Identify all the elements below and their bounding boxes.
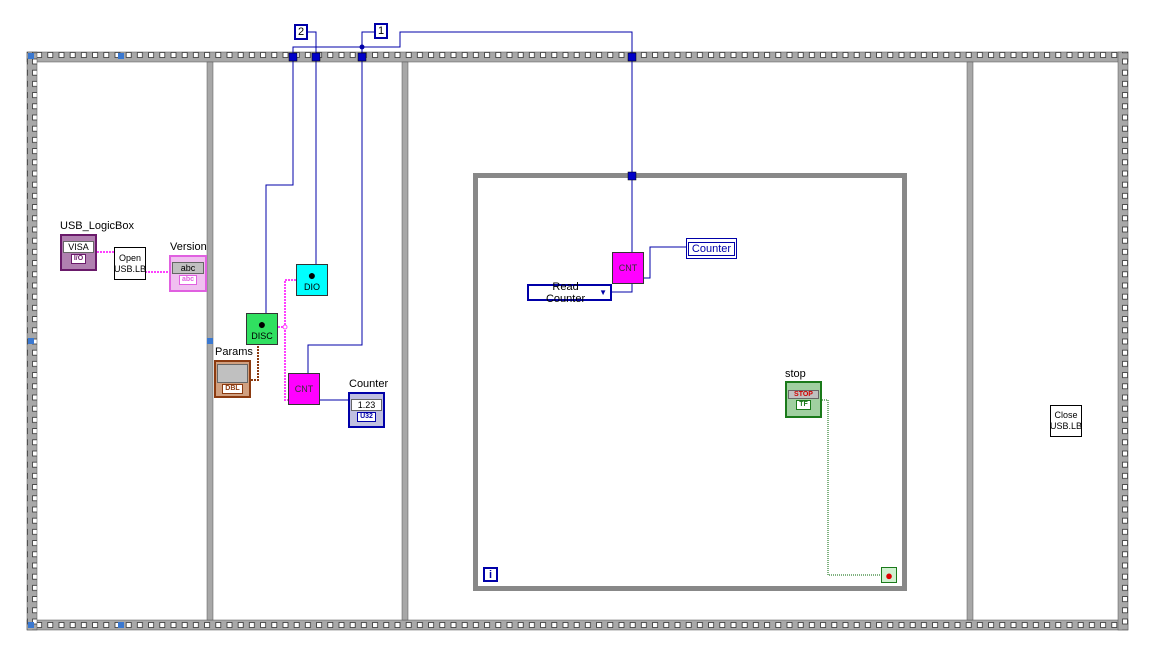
close-line2: USB.LB [1050,421,1083,431]
dio-node[interactable]: ● DIO [296,264,328,296]
stop-value: STOP [788,389,819,399]
counter-label: Counter [349,378,389,390]
stop-sign-icon: ● [885,567,893,583]
counter-indicator[interactable]: 1.23 U32 [348,392,385,428]
dot-icon: ● [257,316,267,332]
tunnels [288,52,637,181]
stop-button-control[interactable]: STOP TF [785,381,822,418]
version-label: Version [170,241,207,253]
while-loop[interactable] [473,173,907,591]
open-line2: USB.LB [114,263,147,274]
counter-value: 1.23 [351,398,382,411]
close-usb-lb-subvi[interactable]: Close USB.LB [1050,405,1082,437]
disc-node[interactable]: ● DISC [246,313,278,345]
cluster-wire [251,345,259,381]
numeric-wires [265,31,686,401]
numeric-constant-1[interactable]: 1 [374,23,388,39]
visa-control-label: USB_LogicBox [60,220,134,232]
params-control[interactable]: DBL [214,360,251,398]
counter-local-label: Counter [687,241,736,256]
close-line1: Close [1054,410,1078,420]
params-label: Params [215,346,253,358]
version-value: abc [172,262,204,274]
visa-value: VISA [63,241,94,253]
counter-local-variable[interactable]: Counter [686,238,737,259]
string-wires [97,251,296,401]
flat-sequence-structure[interactable] [26,51,1129,631]
counter-type-tag: U32 [357,411,376,422]
stop-type-tag: TF [796,399,811,410]
open-usb-lb-subvi[interactable]: Open USB.LB [114,247,146,280]
numeric-constant-2[interactable]: 2 [294,24,308,40]
version-indicator[interactable]: abc abc [169,255,207,292]
cluster-icon [217,364,248,383]
stop-label: stop [785,368,806,380]
cnt-node[interactable]: CNT [288,373,320,405]
visa-type-tag: I/O [70,254,87,264]
visa-resource-control[interactable]: VISA I/O [60,234,97,271]
dio-label: DIO [303,282,320,292]
wire-junction [282,324,288,330]
cnt-read-node[interactable]: CNT [612,252,644,284]
iteration-terminal: i [483,567,498,582]
wire-junction [359,44,365,50]
open-line1: Open [118,252,142,263]
loop-condition-terminal[interactable]: ● [881,567,897,583]
dropdown-arrow-icon[interactable]: ▼ [599,288,607,297]
disc-label: DISC [251,331,273,341]
boolean-wire [822,399,881,576]
read-counter-enum[interactable]: Read Counter ▼ [527,281,612,305]
enum-value: Read Counter [545,280,586,305]
params-type-tag: DBL [222,384,243,394]
version-type-tag: abc [178,275,198,285]
dot-icon: ● [307,267,317,283]
